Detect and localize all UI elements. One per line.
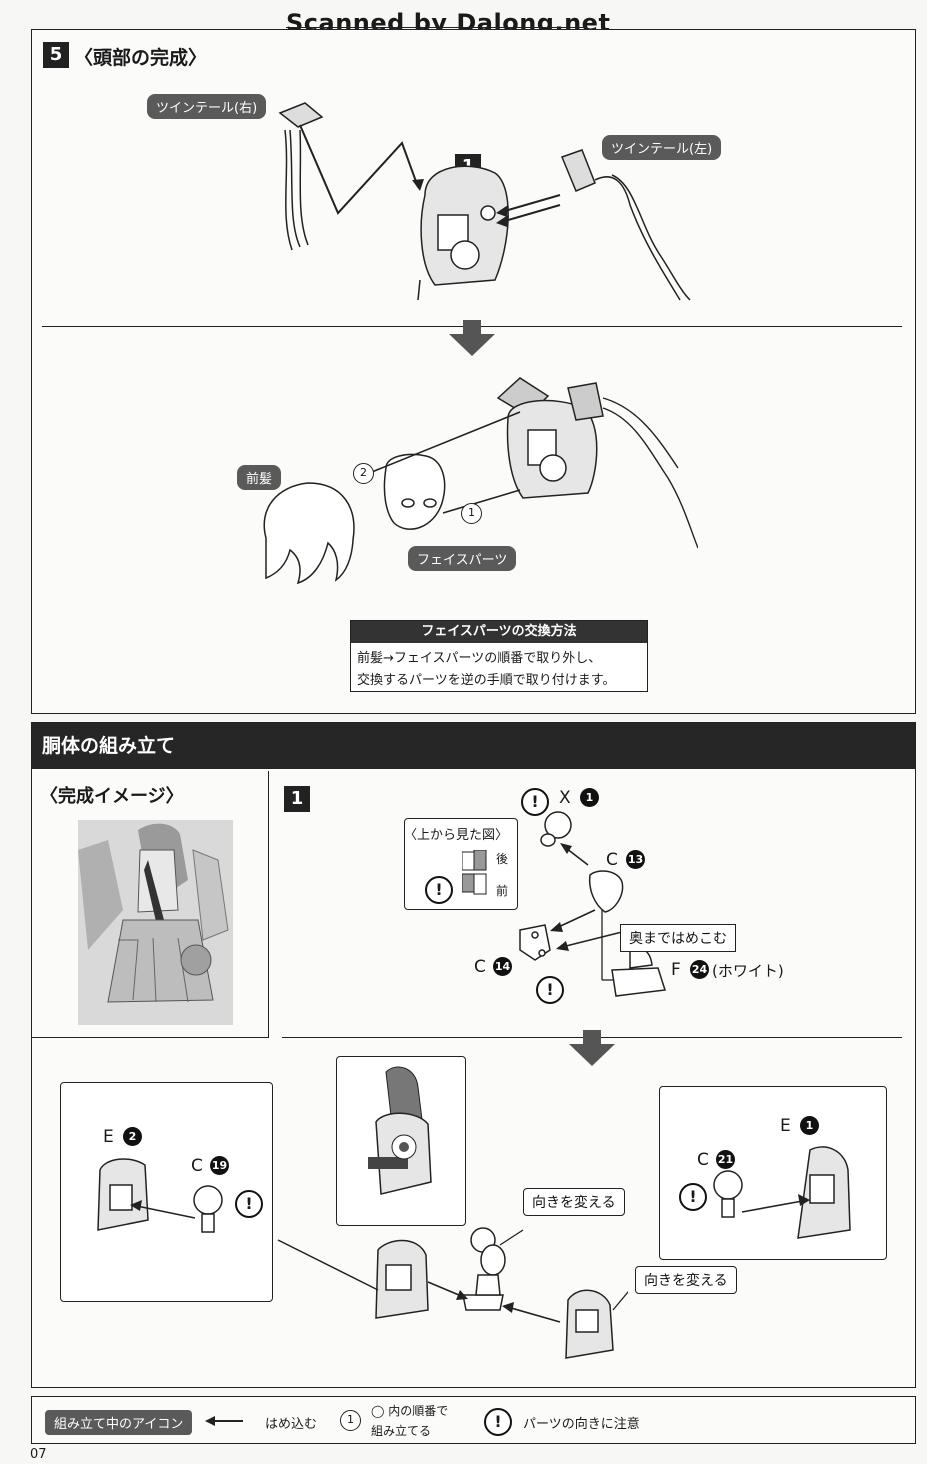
e2-assembled-part	[375, 1239, 429, 1319]
part-c21-letter: C	[697, 1150, 709, 1170]
warning-icon: !	[484, 1408, 512, 1436]
torso-section-header: 胴体の組み立て	[32, 723, 915, 769]
face-part	[383, 453, 446, 530]
face-parts-label: フェイスパーツ	[408, 546, 517, 571]
ball-joint-part	[540, 811, 572, 847]
legend-title: 組み立て中のアイコン	[45, 1410, 193, 1435]
cutaway-detail-illustration	[368, 1066, 432, 1195]
head-assembly-illustration	[278, 102, 691, 301]
part-c19-number: 19	[210, 1156, 229, 1175]
top-view-front-label: 前	[496, 884, 509, 898]
part-e1-number: 1	[800, 1116, 819, 1135]
top-view-box	[404, 818, 518, 910]
twintail-left-part	[561, 149, 691, 301]
part-f24-shape	[611, 947, 666, 997]
legend-order-symbol: 1	[340, 1410, 361, 1431]
legend-warning-text: パーツの向きに注意	[523, 1417, 640, 1432]
part-x-number: 1	[580, 788, 599, 807]
part-c21-shape	[713, 1170, 743, 1218]
step5-panel	[31, 29, 916, 714]
part-c14-number: 14	[493, 957, 512, 976]
page-number: 07	[30, 1447, 47, 1462]
insert-arrow-icon	[205, 1416, 243, 1426]
legend-order-line1: ◯ 内の順番で	[371, 1404, 449, 1418]
face-swap-info-title: フェイスパーツの交換方法	[351, 621, 647, 643]
twintail-left-label: ツインテール(左)	[602, 135, 722, 160]
twintail-right-part	[278, 102, 324, 251]
part-c13-shape	[588, 870, 624, 913]
part-c19-shape	[193, 1185, 223, 1233]
e1-c21-box	[659, 1086, 887, 1260]
attach-arrow-right	[299, 124, 419, 215]
step5-number-badge: 5	[43, 42, 69, 68]
order-2-marker: 2	[353, 463, 374, 484]
icon-legend-bar	[31, 1396, 916, 1444]
center-joint-part	[462, 1227, 506, 1311]
warning-icon: !	[521, 788, 549, 816]
legend-insert-text: はめ込む	[265, 1417, 318, 1432]
top-view-back-label: 後	[496, 852, 509, 866]
e2-c19-box	[60, 1082, 273, 1302]
legend-order-line2: 組み立てる	[371, 1424, 432, 1438]
torso-substep-badge: 1	[284, 786, 310, 812]
press-fully-label: 奥まではめこむ	[620, 924, 736, 952]
twintail-right-label: ツインテール(右)	[147, 94, 267, 119]
part-c14-letter: C	[474, 957, 486, 977]
turn-around-label-2: 向きを変える	[635, 1266, 737, 1294]
part-x-letter: X	[559, 788, 571, 808]
bangs-label: 前髪	[237, 465, 282, 490]
part-c21-number: 21	[716, 1150, 735, 1169]
part-e1-letter: E	[780, 1116, 791, 1136]
face-swap-info-line1: 前髪→フェイスパーツの順番で取り外し、	[357, 651, 602, 666]
part-f24-letter: F	[671, 960, 681, 980]
torso-step1-illustration	[519, 811, 666, 997]
turn-around-label-1: 向きを変える	[523, 1188, 625, 1216]
torso-assembly-illustration	[277, 1227, 628, 1359]
part-c13-letter: C	[606, 850, 618, 870]
completion-photo	[78, 820, 233, 1025]
part-e1-shape	[797, 1146, 851, 1239]
completion-image-title: 〈完成イメージ〉	[40, 786, 184, 807]
top-view-diagram	[462, 850, 487, 895]
warning-icon: !	[425, 876, 453, 904]
down-arrow-icon	[449, 320, 495, 356]
face-swap-info-line2: 交換するパーツを逆の手順で取り付けます。	[357, 673, 616, 688]
bangs-part	[263, 482, 355, 585]
warning-icon: !	[235, 1190, 263, 1218]
warning-icon: !	[536, 976, 564, 1004]
part-c14-shape	[519, 924, 551, 961]
head-with-twintail-part	[496, 377, 604, 499]
part-e2-number: 2	[123, 1127, 142, 1146]
completion-image-panel	[32, 771, 269, 1038]
part-f24-color-note: (ホワイト)	[712, 962, 784, 980]
top-view-title: 〈上から見た図〉	[404, 828, 509, 843]
part-e2-shape	[97, 1158, 149, 1231]
part-c13-number: 13	[626, 850, 645, 869]
head-base-part	[417, 165, 509, 301]
down-arrow-icon	[569, 1030, 615, 1066]
part-f24-number: 24	[690, 960, 709, 979]
watermark-strike	[286, 27, 586, 28]
e1-c21-illustration	[713, 1146, 851, 1239]
face-swap-info-box: フェイスパーツの交換方法 前髪→フェイスパーツの順番で取り外し、 交換するパーツ…	[350, 620, 648, 692]
part-c19-letter: C	[191, 1156, 203, 1176]
part-e2-letter: E	[103, 1127, 114, 1147]
e2-c19-illustration	[97, 1158, 223, 1233]
order-1-marker: 1	[461, 503, 482, 524]
e1-assembled-part	[565, 1289, 614, 1359]
step5-title: 〈頭部の完成〉	[74, 47, 208, 69]
warning-icon: !	[679, 1183, 707, 1211]
face-bangs-illustration	[263, 377, 698, 585]
